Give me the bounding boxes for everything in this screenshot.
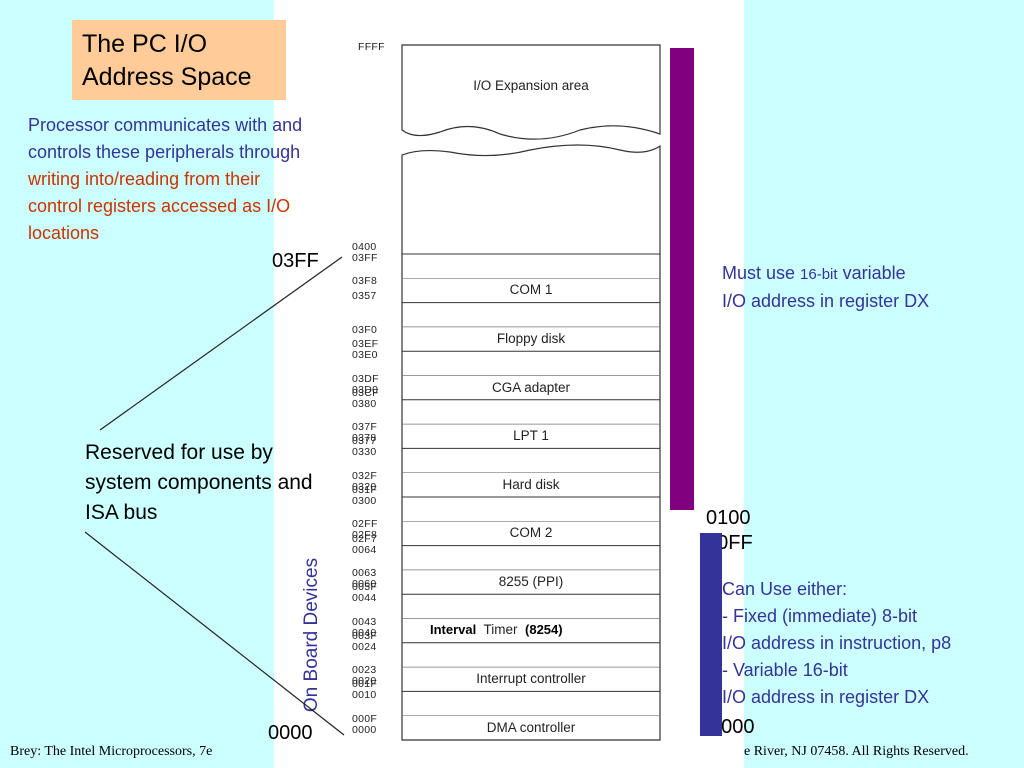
timer-block-label: Interval Timer (8254) — [430, 621, 563, 639]
block-upper-address: 001F 0010 — [352, 678, 378, 702]
address-ffff: FFFF — [358, 41, 385, 53]
block-dividers — [402, 253, 660, 717]
footer-left: Brey: The Intel Microprocessors, 7e — [10, 744, 213, 759]
reserved-note: Reserved for use by system components an… — [85, 441, 313, 524]
block-label: LPT 1 — [513, 428, 549, 444]
leader-line-top — [99, 256, 343, 431]
block-lower-address: 02FF 02F8 — [352, 518, 378, 542]
block-upper-address: 031F 0300 — [352, 484, 378, 507]
block-label: Floppy disk — [496, 330, 566, 346]
timer-chip-label: (8254) — [525, 621, 563, 637]
block-lower-address: 037F 0378 — [352, 421, 378, 445]
block-label: 8255 (PPI) — [498, 573, 564, 589]
address-label-03ff: 03FF — [272, 250, 319, 272]
block-label: DMA controller — [486, 719, 576, 735]
must-use-post: variable — [837, 263, 906, 283]
can-use-line4: - Variable 16-bit — [722, 660, 848, 680]
block-lower-address: 03F0 — [352, 323, 378, 336]
block-lower-address: 03DF 03D0 — [352, 372, 379, 396]
block-lower-address: 0063 0060 — [352, 566, 377, 590]
block-upper-address: 0357 — [352, 289, 377, 302]
can-use-note: Can Use either: - Fixed (immediate) 8-bi… — [722, 576, 951, 711]
block-lower-address: 032F 0320 — [352, 469, 378, 493]
io-map-column — [401, 144, 661, 741]
block-label: COM 2 — [509, 525, 553, 541]
must-use-pre: Must use — [722, 263, 801, 283]
processor-description: Processor communicates with and controls… — [28, 112, 303, 247]
8bit-range-bar — [700, 533, 722, 736]
expansion-area-box — [401, 44, 661, 140]
timer-name-label: Timer — [476, 621, 526, 637]
block-label: Interrupt controller — [476, 671, 586, 687]
processor-text-part1: Processor communicates with and controls… — [28, 115, 303, 162]
processor-text-part2: writing into/reading from their control … — [28, 169, 291, 243]
block-upper-address: 0377 0330 — [352, 435, 377, 459]
title-line-2: Address Space — [82, 63, 252, 91]
footer-right: e River, NJ 07458. All Rights Reserved. — [744, 744, 969, 759]
16bit-range-bar — [670, 48, 694, 510]
expansion-area-label: I/O Expansion area — [473, 78, 589, 93]
block-upper-address: 0400 03FF — [352, 241, 378, 264]
block-upper-address: 03EF 03E0 — [352, 338, 379, 362]
block-upper-address: 02F7 0064 — [352, 532, 378, 556]
can-use-line1: Can Use either: — [722, 579, 848, 599]
block-label: COM 1 — [509, 282, 553, 298]
must-use-line2: I/O address in register DX — [722, 291, 930, 311]
block-label: Hard disk — [502, 476, 560, 492]
timer-interval-label: Interval — [430, 621, 477, 637]
address-label-0100: 0100 — [706, 507, 751, 529]
can-use-line2: - Fixed (immediate) 8-bit — [722, 606, 918, 626]
title-line-1: The PC I/O — [82, 30, 208, 58]
must-use-note: Must use 16-bit variable I/O address in … — [722, 260, 929, 315]
can-use-line5: I/O address in register DX — [722, 687, 930, 707]
must-use-16bit: 16-bit — [800, 266, 838, 283]
block-label: CGA adapter — [491, 379, 571, 395]
block-upper-address: 005F 0044 — [352, 581, 378, 605]
title-box: The PC I/O Address Space — [72, 20, 286, 100]
block-upper-address: 003F 0024 — [352, 629, 378, 653]
block-lower-address: 0023 0020 — [352, 664, 377, 688]
block-lower-address: 03F8 — [352, 275, 378, 288]
leader-line-bottom — [84, 531, 345, 736]
block-lower-address: 0043 0040 — [352, 615, 377, 639]
can-use-line3: I/O address in instruction, p8 — [722, 633, 952, 653]
address-label-0000-left: 0000 — [268, 722, 313, 744]
block-lower-address: 000F 0000 — [352, 712, 378, 736]
block-upper-address: 03CF 0380 — [352, 386, 379, 410]
